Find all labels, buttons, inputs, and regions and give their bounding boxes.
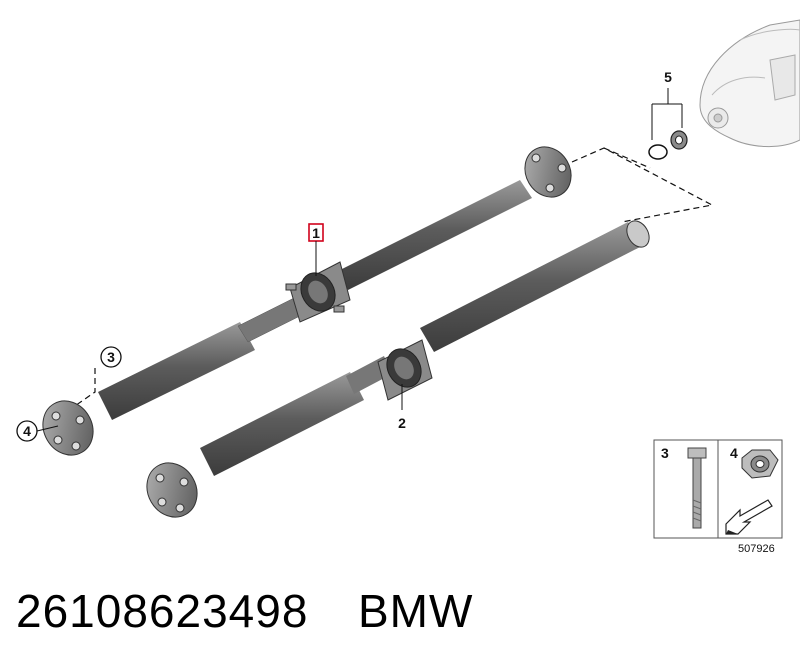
rear-end-2 bbox=[626, 220, 650, 248]
callout-1-label: 1 bbox=[312, 225, 320, 241]
brand-name: BMW bbox=[358, 585, 474, 637]
callout-4[interactable]: 4 bbox=[16, 420, 59, 442]
callout-4-label: 4 bbox=[23, 423, 31, 439]
differential-housing bbox=[699, 19, 800, 148]
dashed-leader-lines bbox=[71, 147, 714, 409]
fastener-legend-box: 3 4 507926 bbox=[653, 439, 783, 555]
legend-nut-label: 4 bbox=[730, 445, 738, 461]
diagram-reference-number: 507926 bbox=[738, 543, 775, 555]
part-footer: 26108623498 BMW bbox=[0, 584, 800, 664]
propshaft-2 bbox=[146, 220, 650, 518]
washer bbox=[670, 130, 688, 150]
direction-arrow-icon bbox=[725, 499, 773, 535]
legend-bolt-label: 3 bbox=[661, 445, 669, 461]
seal-ring bbox=[648, 144, 668, 160]
callout-3[interactable]: 3 bbox=[100, 346, 122, 368]
center-bearing-2 bbox=[377, 339, 433, 401]
front-flex-disc-1 bbox=[42, 400, 94, 456]
rear-flex-disc bbox=[524, 146, 572, 198]
callout-5[interactable]: 5 bbox=[651, 69, 683, 140]
part-number: 26108623498 bbox=[16, 585, 309, 637]
exploded-parts-diagram: 1 2 3 4 5 3 4 bbox=[16, 19, 800, 555]
nut-icon bbox=[741, 449, 779, 479]
callout-3-label: 3 bbox=[107, 349, 115, 365]
bolt-icon bbox=[687, 447, 707, 529]
callout-2-label: 2 bbox=[398, 415, 406, 431]
callout-5-label: 5 bbox=[664, 69, 672, 85]
callout-2[interactable]: 2 bbox=[398, 384, 406, 431]
callout-1[interactable]: 1 bbox=[308, 223, 324, 276]
propshaft-assembly-1 bbox=[42, 146, 572, 456]
center-bearing-1 bbox=[285, 261, 351, 323]
front-flex-disc-2 bbox=[146, 462, 198, 518]
